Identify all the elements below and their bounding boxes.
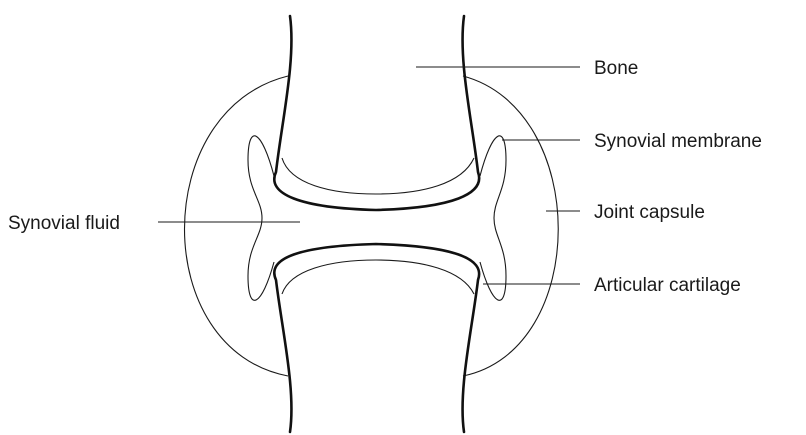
articular-cartilage-label: Articular cartilage (594, 275, 741, 296)
upper-bone-outline (274, 16, 479, 210)
bone-label: Bone (594, 58, 638, 79)
synovial-membrane-label: Synovial membrane (594, 131, 762, 152)
synovial-membrane-right (480, 136, 506, 300)
synovial-membrane-left (248, 136, 274, 300)
lower-articular-cartilage (282, 260, 474, 294)
joint-capsule-outline-right (463, 76, 558, 376)
joint-capsule-label: Joint capsule (594, 202, 705, 223)
synovial-fluid-label: Synovial fluid (8, 213, 120, 234)
joint-capsule-outline-left (185, 76, 289, 376)
upper-articular-cartilage (282, 158, 474, 194)
